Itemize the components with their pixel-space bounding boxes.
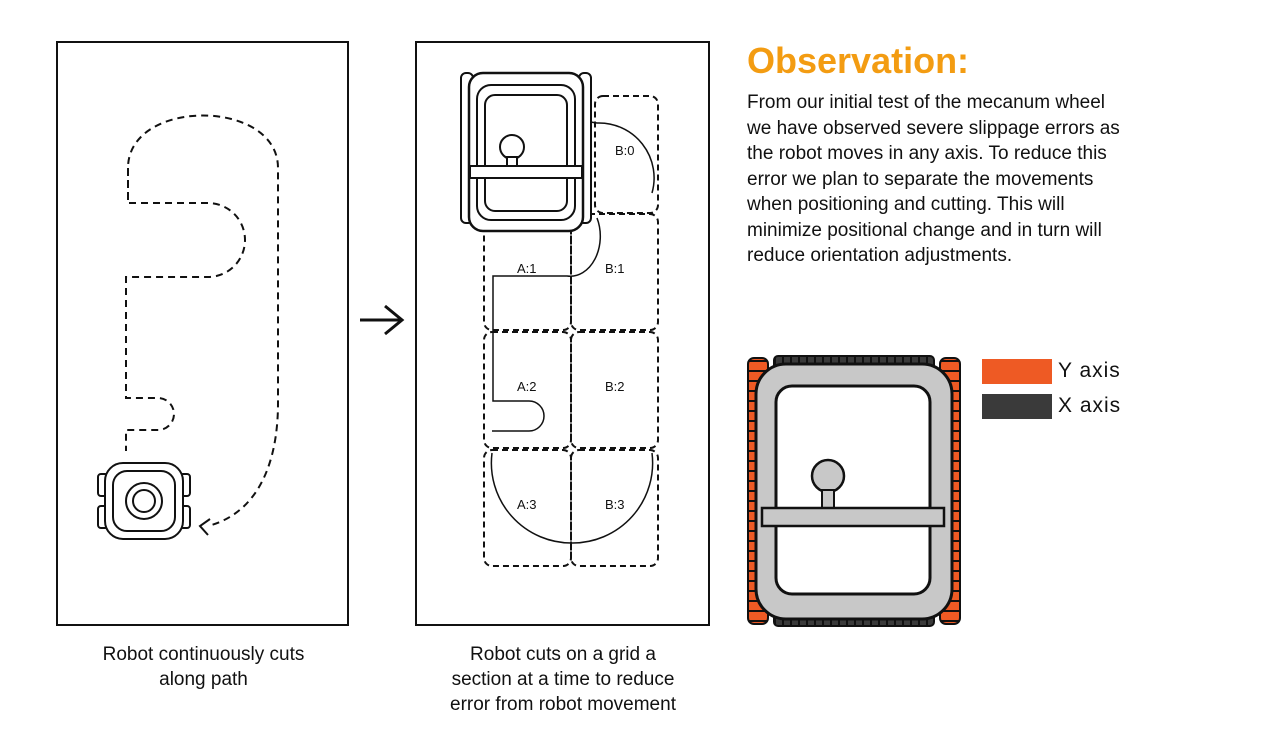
observation-title: Observation:	[747, 40, 970, 81]
observation-body: From our initial test of the mecanum whe…	[747, 92, 1120, 266]
legend-y-label: Y axis	[1058, 359, 1121, 382]
cell-label-b0: B:0	[615, 143, 635, 158]
cell-label-a2: A:2	[517, 379, 537, 394]
grid-cut-diagram: B:0 A:1 B:1 A:2 B:2 A:3 B:3	[460, 71, 659, 567]
grid-cell-a2	[483, 331, 572, 449]
arrow-head	[198, 518, 211, 536]
robot-icon-small	[97, 462, 191, 540]
grid-cell-b1	[570, 213, 659, 331]
grid-cut-caption: Robot cuts on a grid a section at a time…	[450, 644, 676, 715]
cut-path	[127, 114, 279, 527]
cutter-rail	[760, 506, 946, 528]
cell-label-a1: A:1	[517, 261, 537, 276]
cell-label-a3: A:3	[517, 497, 537, 512]
grid-cell-b3	[570, 449, 659, 567]
legend-x-label: X axis	[1058, 394, 1122, 417]
grid-cell-b2	[570, 331, 659, 449]
right-arrow-icon	[360, 304, 405, 336]
legend-x-swatch	[982, 394, 1052, 419]
continuous-path-diagram	[97, 114, 279, 540]
cutter-head-icon	[810, 458, 846, 494]
cell-label-b2: B:2	[605, 379, 625, 394]
continuous-path-caption: Robot continuously cuts along path	[102, 644, 305, 690]
grid-cell-b0	[594, 95, 659, 214]
robot-axis-diagram	[747, 355, 961, 627]
robot-frame	[774, 384, 932, 596]
grid-cell-a3	[483, 449, 572, 567]
cell-label-b1: B:1	[605, 261, 625, 276]
cell-label-b3: B:3	[605, 497, 625, 512]
grid-cut-panel: B:0 A:1 B:1 A:2 B:2 A:3 B:3	[415, 41, 710, 626]
legend-y-swatch	[982, 359, 1052, 384]
robot-outline-icon	[460, 71, 592, 233]
cut-path-notches	[125, 168, 246, 451]
continuous-path-panel	[56, 41, 349, 626]
